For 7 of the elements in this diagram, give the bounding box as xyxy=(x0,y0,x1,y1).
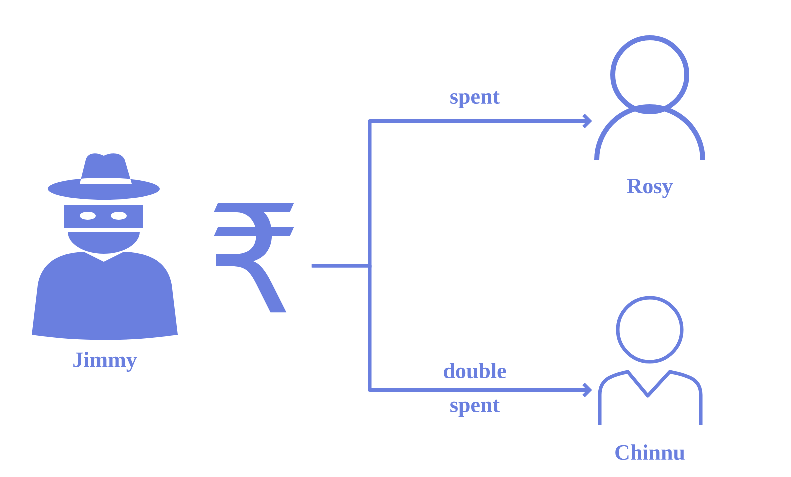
person-name: Jimmy xyxy=(74,352,138,372)
edge-label: spent xyxy=(448,90,502,110)
person-name: Rosy xyxy=(627,179,674,198)
edge-label: double spent xyxy=(444,363,506,417)
person-name: Chinnu xyxy=(616,444,685,460)
arrow xyxy=(312,264,592,398)
rupee-symbol: ₹ xyxy=(214,203,294,313)
